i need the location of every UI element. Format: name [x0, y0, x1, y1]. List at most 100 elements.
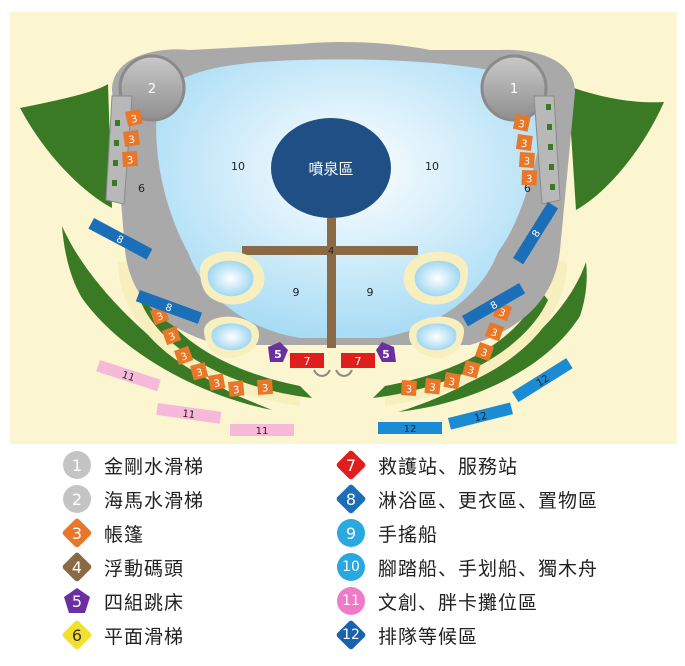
tower-2-label: 2: [148, 82, 156, 97]
booths: 11 11 11: [96, 360, 294, 437]
queue-label: 12: [404, 424, 417, 435]
tent-label: 3: [213, 378, 221, 390]
diamond-badge-icon: 4: [62, 552, 92, 582]
legend-label: 浮動碼頭: [104, 557, 185, 580]
shower-label: 8: [530, 228, 543, 239]
queue-areas: 12 12 12: [378, 358, 573, 435]
tent: [123, 129, 140, 147]
shower-block: [88, 218, 153, 260]
legend-item-4: 4 浮動碼頭: [62, 552, 184, 582]
tent: [521, 170, 537, 186]
tent-label: 3: [127, 155, 134, 166]
slide-markers-right: [546, 104, 555, 190]
circle-badge-icon: 9: [336, 518, 366, 548]
legend-item-11: 11 文創、胖卡攤位區: [336, 586, 538, 616]
dock-label: 4: [328, 246, 334, 257]
slide-bowl-right: [403, 251, 468, 358]
shower-label: 8: [489, 300, 500, 313]
trampoline-label: 5: [382, 348, 390, 361]
tower-1: [480, 54, 548, 122]
legend-item-6: 6 平面滑梯: [62, 620, 184, 650]
queue-label: 12: [473, 411, 488, 425]
tent: [512, 114, 531, 132]
rescue-station-left: 7: [290, 353, 324, 368]
legend-label: 文創、胖卡攤位區: [378, 591, 539, 614]
legend-item-1: 1 金剛水滑梯: [62, 450, 204, 480]
legend-item-5: 5 四組跳床: [62, 586, 184, 616]
tent-label: 3: [489, 327, 499, 340]
queue-block: [378, 422, 442, 434]
flat-slide-right: [533, 95, 561, 205]
legend-label: 帳篷: [104, 523, 145, 546]
tent-label: 3: [479, 347, 489, 360]
tent: [162, 325, 182, 346]
tents-lower-left: 3 3 3 3 3 3 3: [150, 305, 274, 397]
shower-right: 8 8: [462, 202, 559, 327]
tent: [125, 108, 143, 127]
legend-item-7: 7 救護站、服務站: [336, 450, 518, 480]
slide-label-right: 6: [524, 182, 531, 195]
tent-label: 3: [167, 331, 177, 344]
green-belt-right-upper: [568, 86, 664, 210]
tower-1-label: 1: [510, 82, 518, 97]
legend-label: 排隊等候區: [378, 625, 479, 648]
tower-2: [118, 54, 186, 122]
paddle-label-right: 9: [367, 286, 374, 299]
tent: [515, 134, 533, 151]
tent-label: 3: [233, 385, 240, 397]
tents-upper-right: 3 3 3 3: [512, 114, 537, 186]
tent-label: 3: [195, 367, 204, 379]
tent: [424, 378, 441, 395]
legend-label: 海馬水滑梯: [104, 489, 205, 512]
tent: [484, 322, 505, 342]
shower-block: [135, 290, 203, 324]
pool-label-left: 10: [231, 160, 245, 173]
trampoline-right: 5: [376, 342, 396, 362]
tent: [228, 380, 245, 397]
paddle-label-left: 9: [293, 286, 300, 299]
rescue-label: 7: [304, 355, 311, 368]
circle-badge-icon: 1: [62, 450, 92, 480]
legend-item-9: 9 手搖船: [336, 518, 438, 548]
diamond-badge-icon: 6: [62, 620, 92, 650]
queue-block: [448, 402, 514, 430]
rescue-station-right: 7: [341, 353, 375, 368]
tent-label: 3: [405, 384, 412, 395]
park-map: 2 1 6 6 噴泉區 10 10 4 9 9 3 3 3 3 3: [10, 12, 677, 444]
legend-label: 四組跳床: [104, 591, 185, 614]
shower-left: 8 8: [88, 218, 203, 324]
diamond-badge-icon: 12: [336, 620, 366, 650]
tent-label: 3: [179, 351, 189, 364]
tent: [208, 373, 226, 391]
booth-label: 11: [182, 409, 196, 422]
legend-item-3: 3 帳篷: [62, 518, 144, 548]
shower-block: [462, 283, 526, 327]
legend-label: 金剛水滑梯: [104, 455, 205, 478]
legend-label: 救護站、服務站: [378, 455, 519, 478]
trampoline-label: 5: [274, 348, 282, 361]
trampoline-left: 5: [268, 342, 288, 362]
tent-label: 3: [497, 307, 507, 320]
legend-item-2: 2 海馬水滑梯: [62, 484, 204, 514]
tent-label: 3: [429, 382, 436, 394]
tent-label: 3: [526, 174, 533, 185]
tent-label: 3: [155, 311, 165, 324]
tent: [443, 372, 461, 390]
booth-block: [96, 360, 161, 392]
green-belt-left-upper: [20, 84, 112, 208]
tent: [474, 342, 495, 362]
booth-label: 11: [256, 426, 269, 437]
legend-label: 手搖船: [378, 523, 439, 546]
tent-label: 3: [466, 365, 475, 377]
green-arc-left: [140, 290, 312, 398]
legend-item-8: 8 淋浴區、更衣區、置物區: [336, 484, 598, 514]
tent: [462, 360, 481, 379]
queue-block: [512, 358, 573, 403]
tent: [257, 378, 274, 395]
tents-upper-left: 3 3 3: [122, 108, 143, 167]
circle-badge-icon: 10: [336, 552, 366, 582]
dock-vertical: [327, 218, 336, 348]
tent: [190, 362, 209, 381]
booth-label: 11: [120, 370, 136, 384]
entrance-gate: [313, 369, 353, 377]
